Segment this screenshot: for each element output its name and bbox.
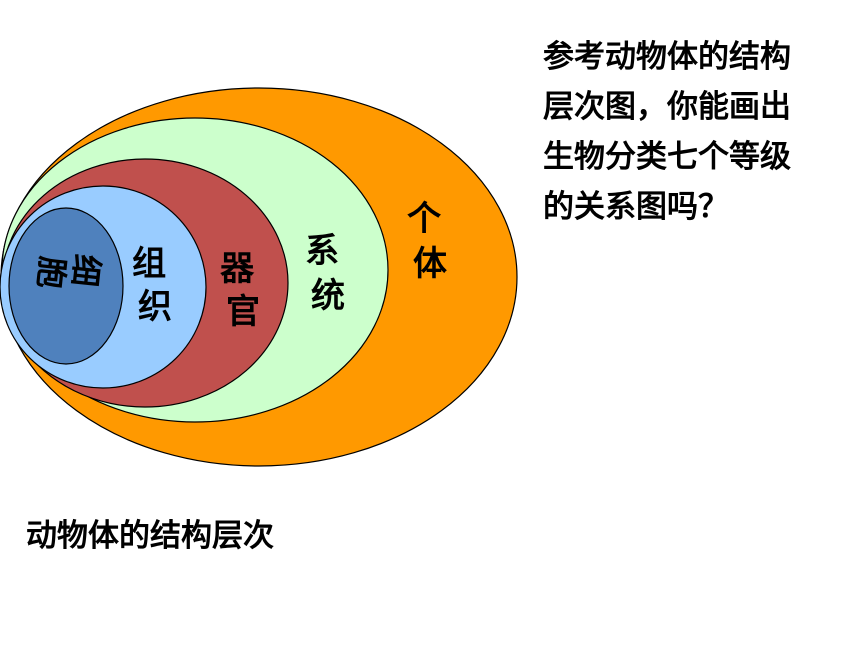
label-individual: 个 体 (407, 199, 453, 284)
label-tissue-char-1: 组 (132, 244, 166, 284)
label-system: 系 统 (305, 231, 351, 316)
label-system-char-1: 系 (305, 231, 339, 271)
ellipse-cell (8, 207, 124, 365)
label-tissue-char-2: 织 (138, 287, 172, 327)
label-individual-char-2: 体 (413, 244, 447, 284)
label-cell-char-1: 细 (65, 253, 106, 289)
label-cell-char-2: 胞 (31, 255, 72, 291)
label-organ-char-2: 官 (226, 292, 260, 332)
label-organ-char-1: 器 (220, 249, 255, 289)
label-individual-char-1: 个 (407, 199, 441, 239)
label-organ: 器 官 (220, 249, 266, 332)
question-text: 参考动物体的结构 层次图，你能画出 生物分类七个等级 的关系图吗？ (543, 39, 791, 225)
label-tissue: 组 织 (132, 244, 178, 327)
label-cell: 细 胞 (30, 249, 106, 299)
diagram-caption: 动物体的结构层次 (26, 518, 274, 554)
label-system-char-2: 统 (311, 276, 345, 316)
